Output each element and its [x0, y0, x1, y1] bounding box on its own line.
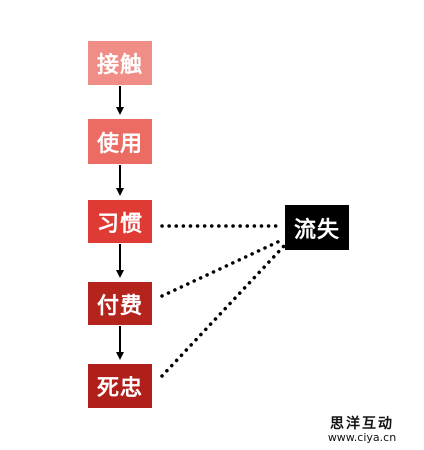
stage-loyal: 死忠	[88, 364, 152, 408]
stage-use: 使用	[88, 119, 152, 164]
stage-contact: 接触	[88, 41, 152, 85]
stage-loyal-label: 死忠	[96, 376, 143, 401]
stage-habit: 习惯	[88, 200, 152, 243]
stage-contact-label: 接触	[96, 53, 143, 78]
dotted-line-loyal-to-churn	[160, 244, 286, 378]
watermark-url: www.ciya.cn	[327, 431, 397, 444]
dotted-line-pay-to-churn	[160, 238, 284, 298]
watermark-name: 思洋互动	[330, 416, 394, 432]
stage-pay-label: 付费	[96, 293, 143, 319]
stage-habit-label: 习惯	[96, 211, 143, 237]
stage-use-label: 使用	[96, 131, 143, 157]
stage-pay: 付费	[88, 282, 152, 325]
stage-churn: 流失	[285, 205, 349, 250]
stage-churn-label: 流失	[293, 217, 340, 243]
